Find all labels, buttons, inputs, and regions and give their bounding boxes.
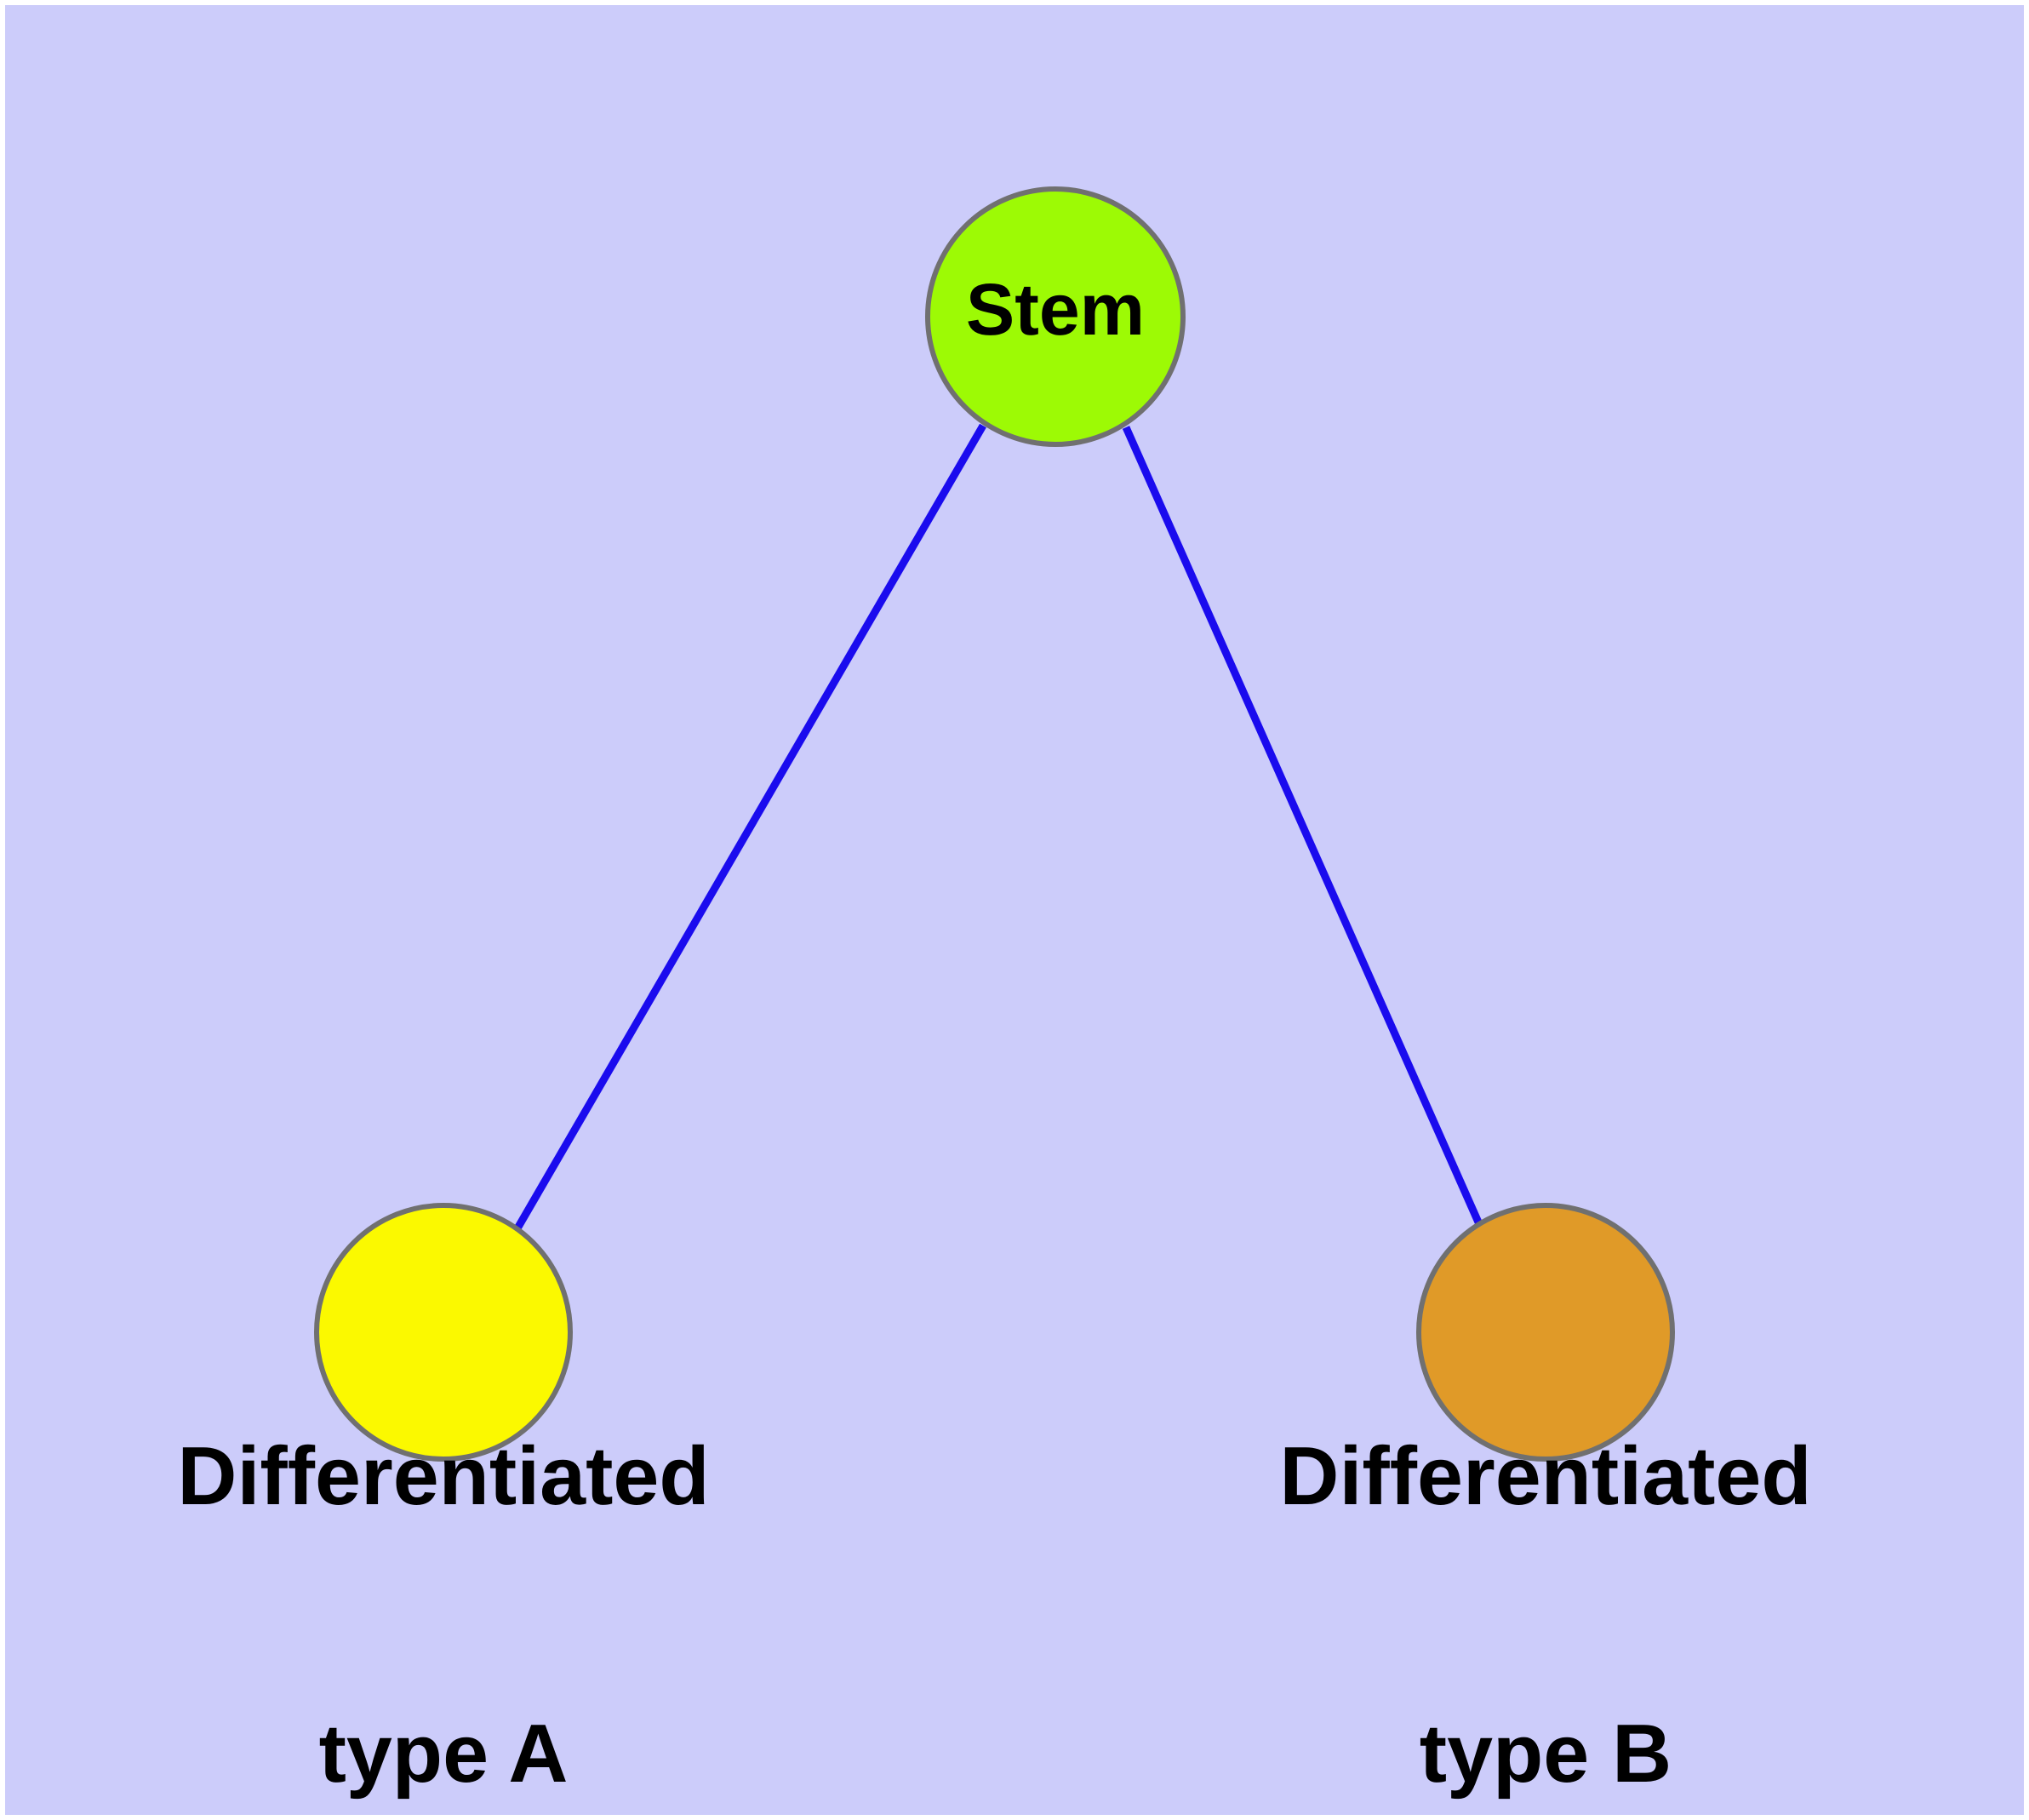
nodes-layer <box>314 186 1675 1462</box>
edge-stem-to-differentiated-type-b[interactable] <box>1122 426 1483 1226</box>
edge-stem-to-differentiated-type-a[interactable] <box>514 423 986 1231</box>
edges-layer <box>514 423 1483 1231</box>
node-stem[interactable] <box>925 186 1186 447</box>
node-differentiated-type-b[interactable] <box>1416 1203 1675 1462</box>
node-differentiated-type-a[interactable] <box>314 1203 573 1462</box>
